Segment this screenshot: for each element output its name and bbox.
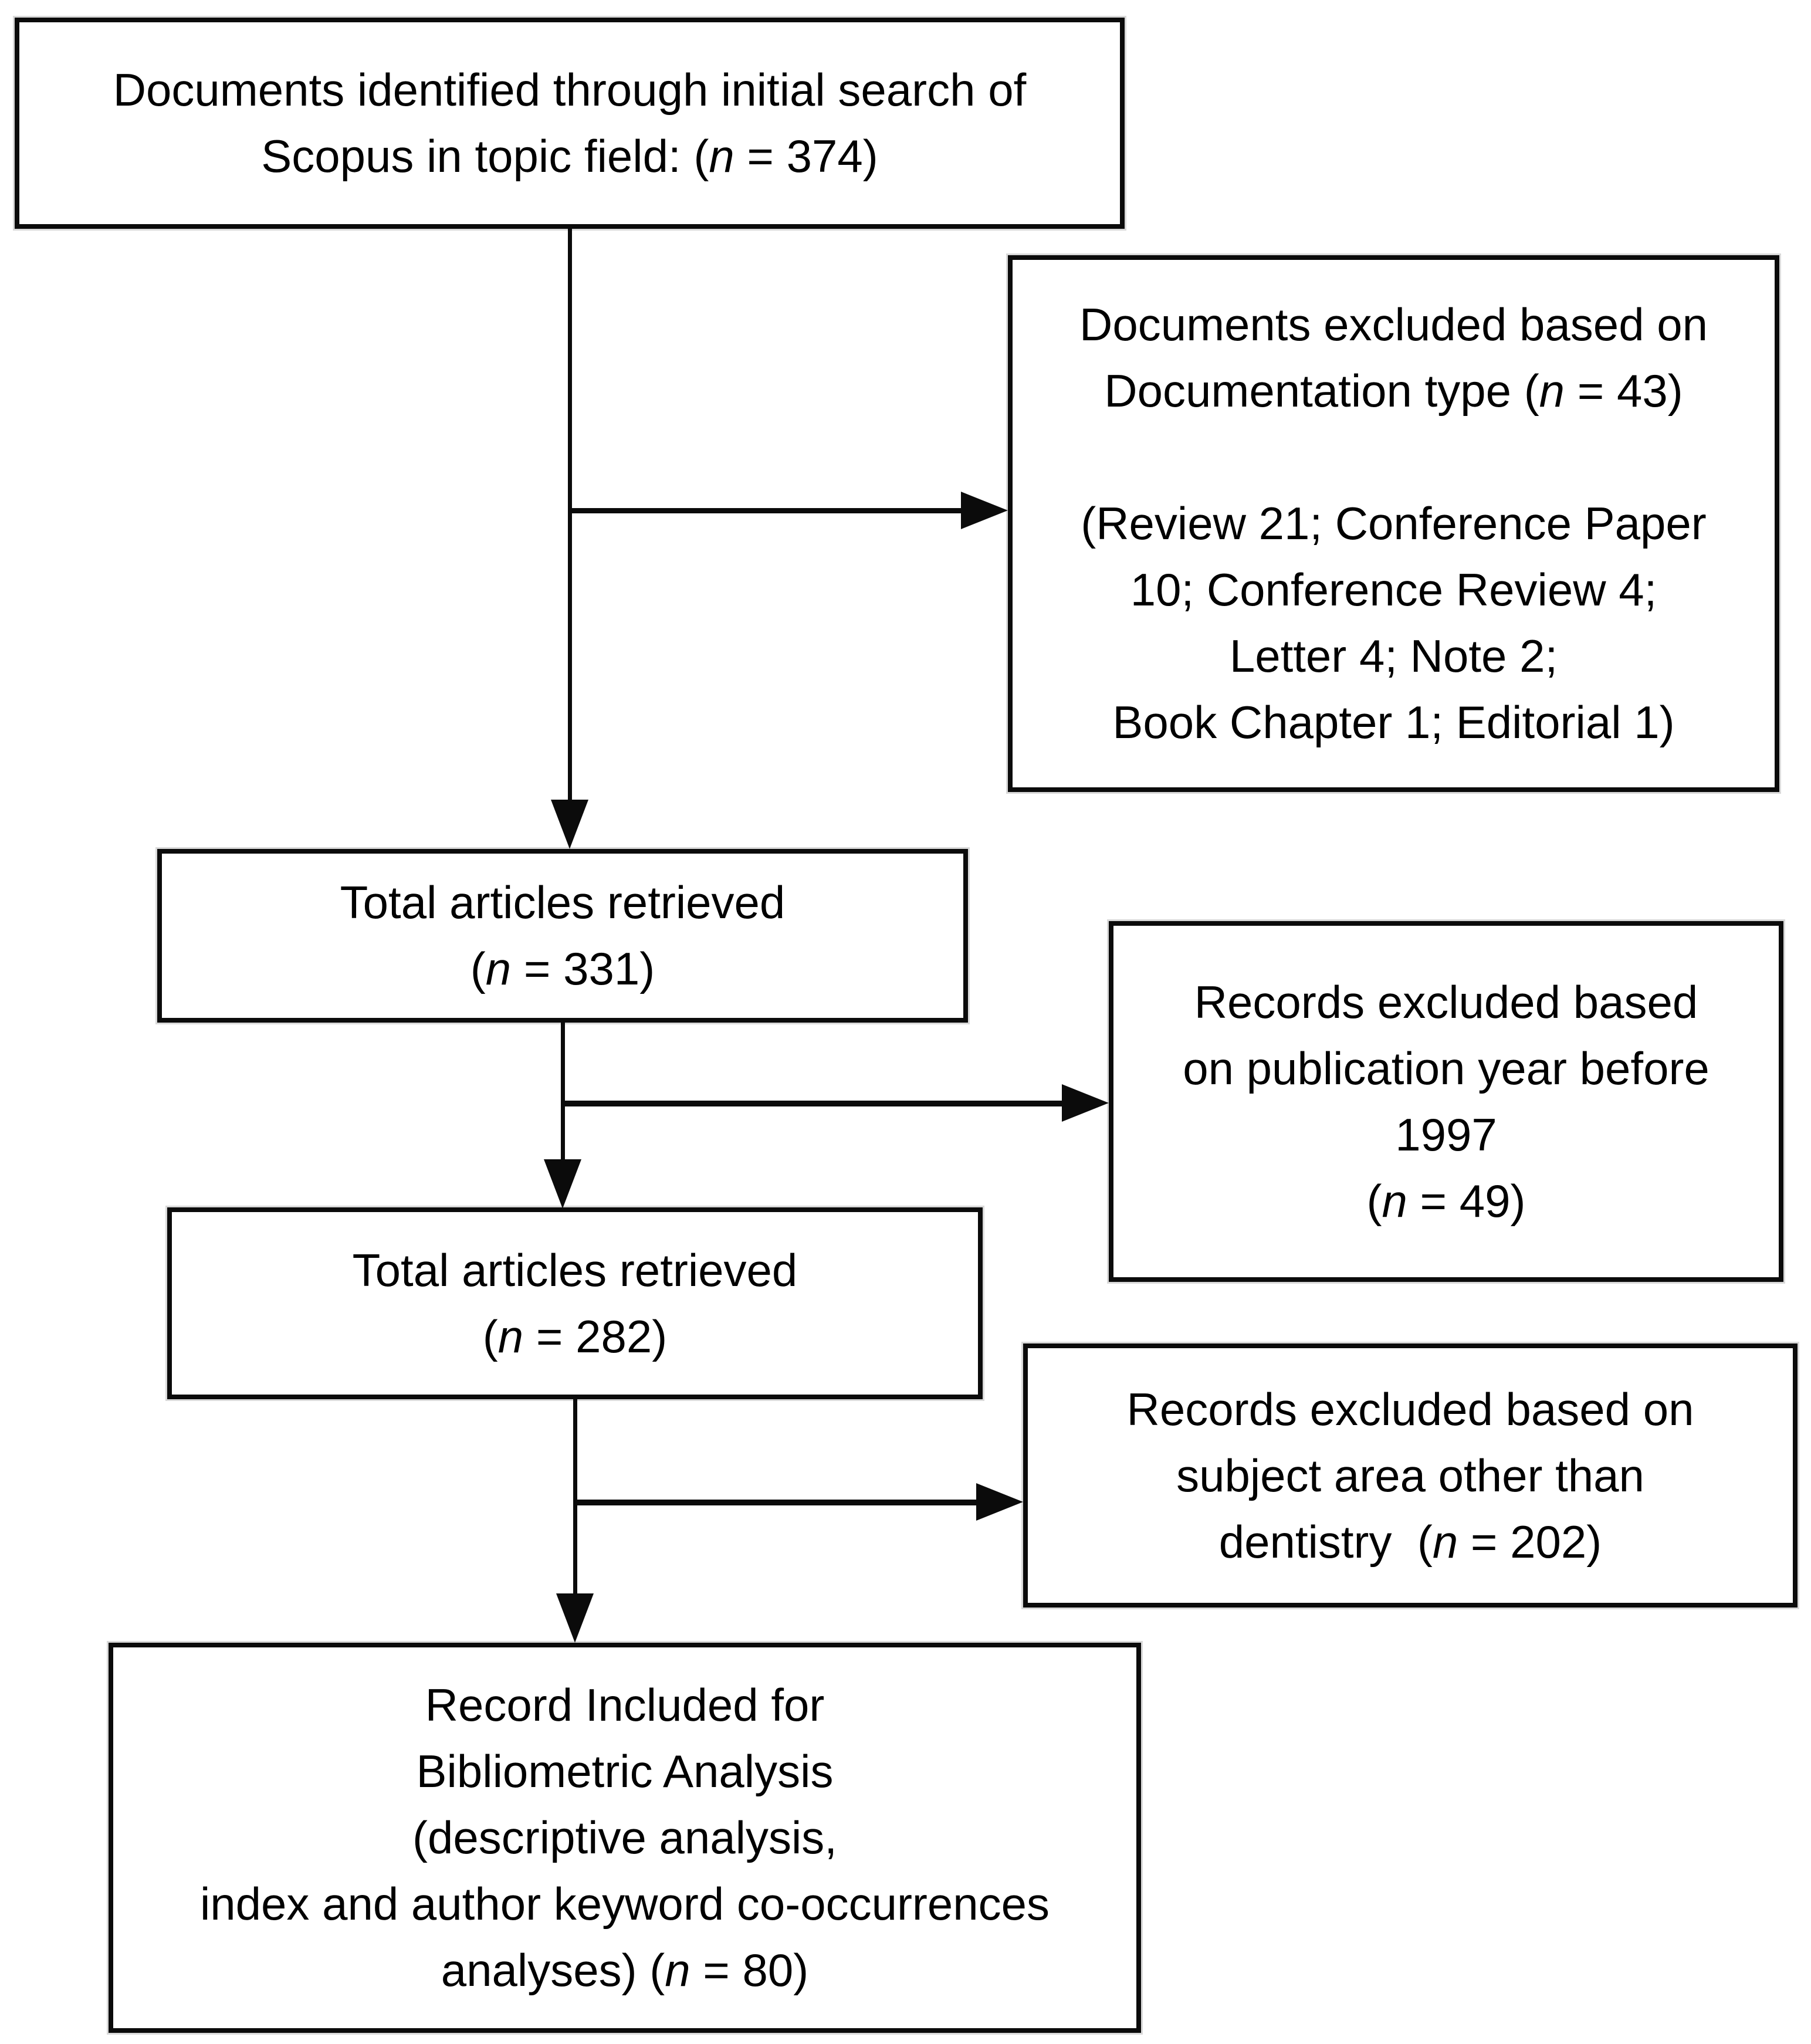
text-line: Records excluded based on [1126, 1383, 1694, 1435]
text-line: (Review 21; Conference Paper [1081, 498, 1707, 549]
text-line: 1997 [1395, 1108, 1497, 1160]
arrowhead-right-excluded-doc-type [961, 492, 1008, 529]
box-total-retrieved-331-text: Total articles retrieved (n = 331) [162, 869, 963, 1002]
text-line [1013, 424, 1775, 490]
text-line: Scopus in topic field: (n = 374) [261, 130, 878, 182]
box-total-retrieved-331: Total articles retrieved (n = 331) [157, 849, 968, 1023]
box-total-retrieved-282: Total articles retrieved (n = 282) [167, 1207, 983, 1399]
text-line: Documents excluded based on [1079, 299, 1708, 350]
box-excluded-doc-type-text: Documents excluded based on Documentation… [1013, 292, 1775, 756]
text-line: Record Included for [425, 1679, 825, 1731]
box-total-retrieved-282-text: Total articles retrieved (n = 282) [172, 1237, 978, 1370]
text-line: Documentation type (n = 43) [1104, 365, 1683, 417]
arrowhead-down-retrieved282 [544, 1159, 581, 1209]
connector-line-identified-to-retrieved331 [568, 229, 572, 801]
text-line: (n = 331) [470, 943, 655, 994]
text-line: (n = 282) [482, 1310, 668, 1362]
text-line: subject area other than [1176, 1449, 1644, 1501]
box-excluded-subject-area: Records excluded based on subject area ot… [1023, 1344, 1798, 1608]
connector-line-retrieved282-to-included [573, 1399, 577, 1595]
arrowhead-right-excluded-pub-year [1062, 1084, 1109, 1122]
text-line: Documents identified through initial sea… [113, 64, 1027, 116]
box-documents-identified: Documents identified through initial sea… [15, 18, 1125, 229]
text-line: on publication year before [1183, 1042, 1710, 1094]
text-line: analyses) (n = 80) [441, 1944, 809, 1996]
text-line: 10; Conference Review 4; [1130, 564, 1657, 615]
box-excluded-doc-type: Documents excluded based on Documentation… [1008, 255, 1779, 792]
connector-line-to-excluded-doc-type [570, 508, 961, 513]
arrowhead-right-excluded-subject-area [976, 1483, 1023, 1521]
text-line: (n = 49) [1366, 1175, 1526, 1227]
connector-line-to-excluded-pub-year [563, 1101, 1062, 1106]
arrowhead-down-included [556, 1593, 594, 1643]
text-line: (descriptive analysis, [412, 1812, 837, 1863]
box-excluded-subject-area-text: Records excluded based on subject area ot… [1028, 1376, 1793, 1575]
text-line: Total articles retrieved [340, 877, 786, 928]
text-line: Records excluded based [1194, 976, 1698, 1028]
box-documents-identified-text: Documents identified through initial sea… [19, 57, 1120, 189]
text-line: Bibliometric Analysis [416, 1745, 834, 1797]
box-excluded-pub-year: Records excluded based on publication yea… [1109, 921, 1783, 1282]
box-excluded-pub-year-text: Records excluded based on publication yea… [1113, 969, 1779, 1234]
connector-line-to-excluded-subject-area [575, 1500, 976, 1505]
text-line: Total articles retrieved [352, 1244, 798, 1296]
text-line: index and author keyword co-occurrences [199, 1878, 1050, 1930]
text-line: dentistry (n = 202) [1218, 1515, 1602, 1568]
connector-line-retrieved331-to-retrieved282 [561, 1023, 565, 1160]
arrowhead-down-retrieved331 [551, 800, 588, 849]
text-line: Book Chapter 1; Editorial 1) [1112, 696, 1675, 748]
text-line: Letter 4; Note 2; [1229, 630, 1558, 682]
